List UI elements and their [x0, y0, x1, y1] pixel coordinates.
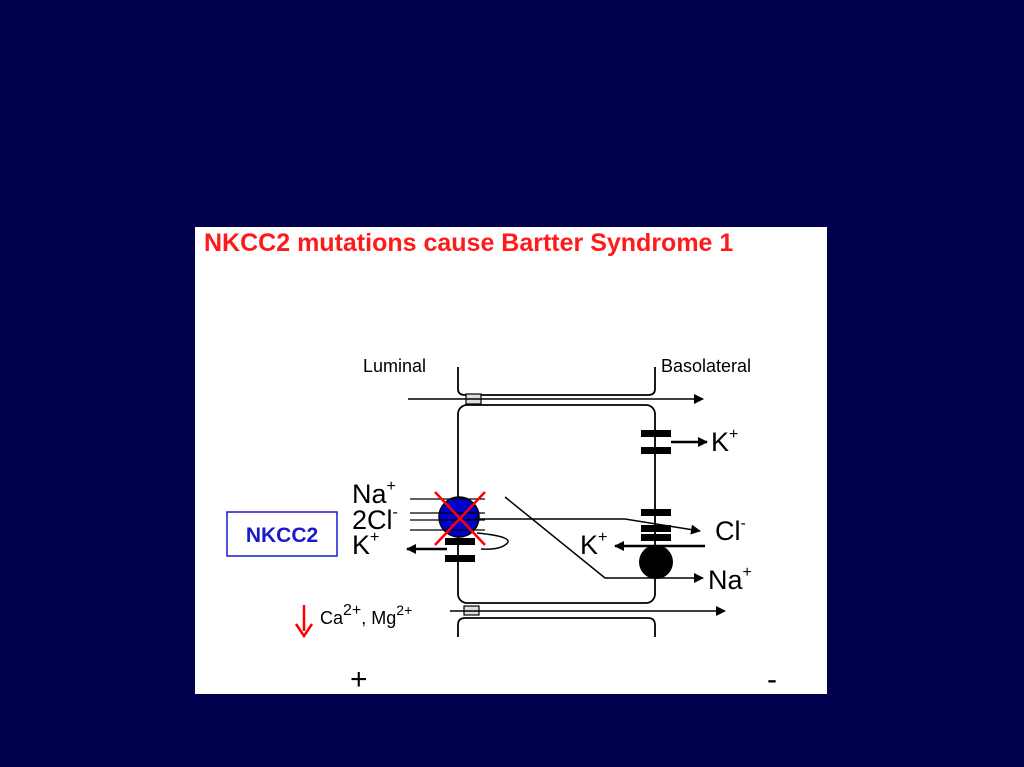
na-k-pump [639, 545, 673, 579]
nkcc2-label: NKCC2 [246, 524, 318, 547]
transport-diagram: Luminal Basolateral K+ [226, 356, 777, 694]
basolateral-negative-sign: - [767, 663, 777, 694]
romk-channel-upper [445, 538, 475, 545]
slide-title: NKCC2 mutations cause Bartter Syndrome 1 [204, 229, 734, 257]
k-channel-top-upper [641, 430, 671, 437]
k-recycling-loop [476, 532, 509, 550]
kcl-cotransporter-bar [641, 534, 671, 541]
na-ion-luminal: Na+ [352, 478, 396, 509]
lumen-positive-sign: + [350, 663, 368, 694]
cl-ion-basolateral: Cl- [715, 515, 746, 546]
epithelial-cell [457, 404, 656, 604]
cl-channel-lower [641, 525, 671, 532]
figure-panel: NKCC2 mutations cause Bartter Syndrome 1… [195, 227, 827, 694]
upper-cell-outline [457, 367, 656, 396]
ca-mg-label: Ca2+, Mg2+ [320, 602, 412, 628]
k-ion-luminal: K+ [352, 529, 379, 560]
k-channel-top-lower [641, 447, 671, 454]
decrease-arrowhead-icon [294, 623, 314, 639]
luminal-label: Luminal [363, 356, 426, 376]
romk-channel-lower [445, 555, 475, 562]
k-ion-basolateral-mid: K+ [580, 529, 607, 560]
cross-line-2 [434, 491, 486, 546]
cl-path-line [475, 518, 701, 535]
na-ion-basolateral: Na+ [708, 564, 752, 595]
cl-ion-luminal: 2Cl- [352, 504, 398, 535]
cl-channel-upper [641, 509, 671, 516]
lower-cell-outline [457, 617, 656, 637]
basolateral-label: Basolateral [661, 356, 751, 376]
nkcc2-label-box [226, 511, 338, 557]
na-path-line [504, 496, 704, 583]
k-ion-basolateral-top: K+ [711, 426, 738, 457]
